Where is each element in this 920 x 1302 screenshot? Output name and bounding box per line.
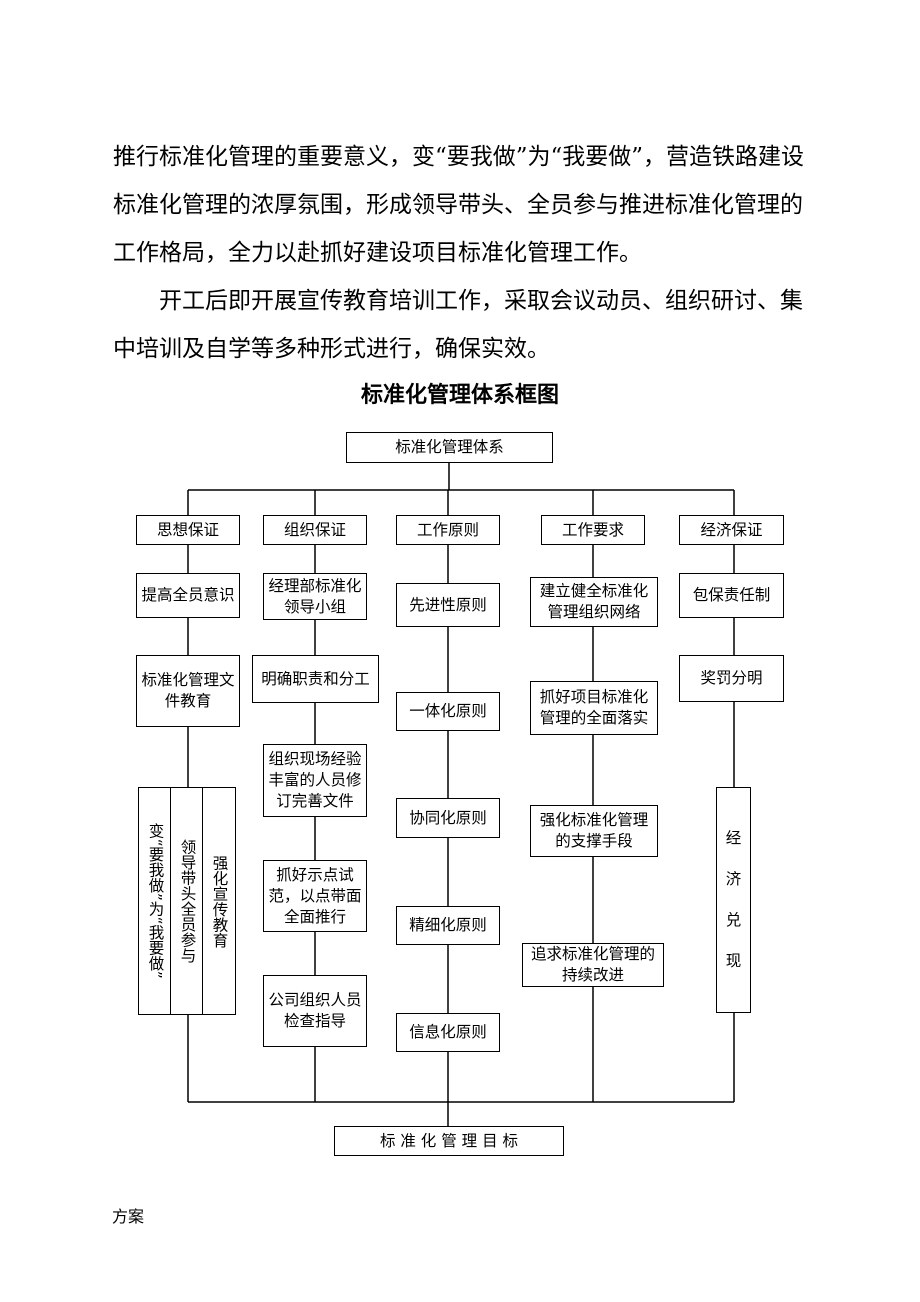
item-support-means: 强化标准化管理的支撑手段 — [530, 805, 658, 857]
header-work-principles: 工作原则 — [396, 515, 500, 545]
body-paragraph-1: 推行标准化管理的重要意义，变“要我做”为“我要做”，营造铁路建设标准化管理的浓厚… — [113, 144, 805, 266]
item-full-implementation: 抓好项目标准化管理的全面落实 — [530, 681, 658, 735]
item-refinement-principle: 精细化原则 — [396, 906, 500, 945]
footer-label: 方案 — [112, 1207, 145, 1226]
item-document-education: 标准化管理文件教育 — [136, 655, 240, 727]
item-responsibility-system: 包保责任制 — [679, 573, 784, 618]
diagram-title: 标准化管理体系框图 — [360, 382, 559, 408]
item-advanced-principle: 先进性原则 — [396, 583, 500, 627]
goal-box: 标 准 化 管 理 目 标 — [334, 1126, 564, 1156]
item-pilot-demo: 抓好示点试范，以点带面全面推行 — [263, 860, 367, 932]
vertical-item-publicity: 强化宣传教育 — [202, 787, 236, 1015]
header-thought-guarantee: 思想保证 — [136, 515, 240, 545]
item-raise-awareness: 提高全员意识 — [136, 573, 240, 618]
vertical-item-economic-fulfillment: 经济兑现 — [716, 787, 751, 1013]
item-responsibilities: 明确职责和分工 — [252, 655, 379, 703]
item-organization-network: 建立健全标准化管理组织网络 — [530, 577, 658, 627]
header-work-requirements: 工作要求 — [541, 515, 645, 545]
header-organization-guarantee: 组织保证 — [263, 515, 367, 545]
body-paragraph-2: 开工后即开展宣传教育培训工作，采取会议动员、组织研讨、集中培训及自学等多种形式进… — [113, 288, 803, 362]
item-integration-principle: 一体化原则 — [396, 692, 500, 731]
item-coordination-principle: 协同化原则 — [396, 798, 500, 838]
item-company-inspection: 公司组织人员检查指导 — [263, 975, 367, 1047]
item-revise-documents: 组织现场经验丰富的人员修订完善文件 — [263, 744, 367, 817]
vertical-item-economic-text: 经济兑现 — [725, 829, 742, 970]
item-leading-group: 经理部标准化领导小组 — [263, 573, 367, 620]
vertical-item-mindset: 变“要我做”为“我要做” — [138, 787, 172, 1015]
item-continuous-improvement: 追求标准化管理的持续改进 — [522, 943, 664, 987]
item-rewards-penalties: 奖罚分明 — [679, 655, 784, 702]
item-informatization-principle: 信息化原则 — [396, 1013, 500, 1052]
header-economic-guarantee: 经济保证 — [679, 515, 784, 545]
vertical-item-leadership: 领导带头全员参与 — [170, 787, 204, 1015]
root-box: 标准化管理体系 — [346, 432, 553, 463]
